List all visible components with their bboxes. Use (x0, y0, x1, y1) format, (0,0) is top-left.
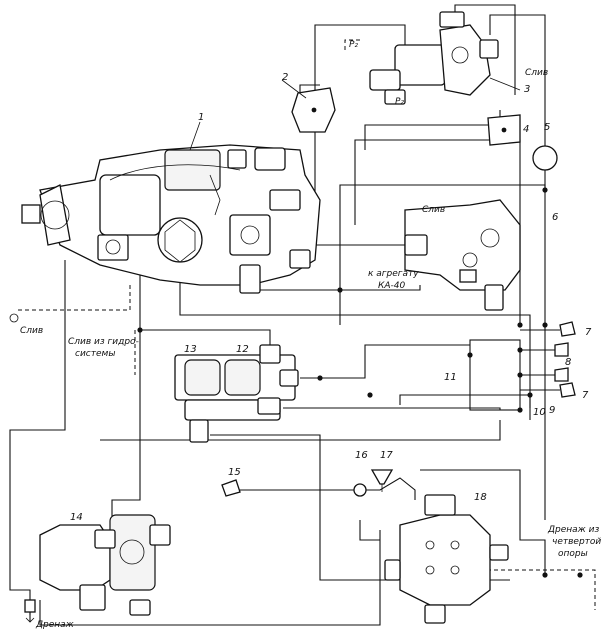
label-3: 3 (524, 84, 530, 95)
junction-dot (542, 187, 548, 193)
labels: 1 2 3 4 5 6 7 8 7 9 10 11 12 13 14 15 16… (20, 40, 601, 630)
junction-dot (517, 322, 523, 328)
label-18: 18 (474, 492, 487, 503)
pipe-to-unit-6 (305, 238, 421, 246)
pipelines (9, 4, 596, 626)
label-1: 1 (198, 112, 204, 123)
label-7b: 7 (582, 390, 589, 401)
junction-dot (577, 572, 583, 578)
pipe-to-9 (399, 394, 531, 408)
unit-16-tee (353, 483, 367, 497)
unit-3-valve (344, 11, 521, 105)
text-p2-b: P₂ (395, 97, 404, 107)
text-sliv-mid: Слив (422, 205, 445, 215)
label-6: 6 (552, 212, 558, 223)
pipe-main-horizontal (179, 260, 531, 420)
pipe-cross-mid (100, 420, 501, 441)
label-14: 14 (70, 512, 83, 523)
unit-18-regulator (384, 494, 509, 624)
label-17: 17 (380, 450, 393, 461)
unit-5-gauge (532, 138, 558, 171)
pipe-left-drain (9, 260, 66, 615)
nozzles-7-8 (554, 321, 576, 398)
unit-17-funnel (370, 469, 394, 492)
label-9: 9 (549, 405, 555, 416)
label-8: 8 (565, 357, 571, 368)
text-p2-a: P₂ (349, 40, 358, 50)
label-4: 4 (523, 124, 529, 135)
pipe-to-block-11 (300, 344, 470, 379)
drenazh-bottom-marker (25, 612, 35, 623)
pipe-18-right (420, 469, 546, 575)
text-drenazh-bottom: Дренаж (35, 620, 75, 630)
junction-dot (467, 352, 473, 358)
pipe-bottom-return (39, 530, 381, 626)
junction-dot (542, 572, 548, 578)
sliv-left-marker (9, 313, 19, 323)
junction-dot (517, 372, 523, 378)
label-15: 15 (228, 467, 241, 478)
pipe-far-right (339, 184, 546, 520)
label-2: 2 (282, 72, 288, 83)
text-agregat-line2: КА-40 (378, 281, 406, 291)
label-11: 11 (444, 372, 457, 383)
block-11-frame (469, 339, 521, 411)
text-sliv-hydro-line1: Слив из гидро- (68, 337, 139, 347)
pipe-to-agregat (260, 285, 421, 291)
text-sliv-top: Слив (525, 68, 548, 78)
pipe-valve-return (364, 110, 501, 150)
label-13: 13 (184, 344, 197, 355)
pipe-16-down (359, 520, 380, 541)
label-7a: 7 (585, 327, 592, 338)
junction-dot (517, 347, 523, 353)
label-5: 5 (544, 122, 550, 133)
text-drenazh-right-line1: Дренаж из (547, 525, 599, 535)
label-10: 10 (533, 407, 546, 418)
unit-2-tank (281, 79, 336, 133)
pipe-drain-right-dashed (480, 569, 596, 610)
unit-4-tank (487, 114, 521, 146)
unit-6-distributor (404, 199, 521, 311)
unit-14-pump (24, 514, 171, 616)
junction-dot (517, 407, 523, 413)
pipe-sliv-left-dashed (18, 285, 131, 311)
pipe-right-riser (489, 14, 546, 190)
pipe-unit-12-out (283, 407, 501, 410)
label-12: 12 (236, 344, 249, 355)
junction-dot (137, 327, 143, 333)
text-drenazh-right-line3: опоры (558, 549, 588, 559)
text-sliv-hydro-line2: системы (75, 349, 115, 359)
junction-dot (542, 322, 548, 328)
pipe-16-to-17 (365, 477, 416, 500)
unit-15-fitting (221, 479, 241, 497)
junction-dot (527, 392, 533, 398)
text-agregat-line1: к агрегату (368, 269, 419, 279)
pipe-to-unit-12 (140, 329, 271, 345)
unit-12-13-filter (174, 344, 299, 443)
text-sliv-left: Слив (20, 326, 43, 336)
label-16: 16 (355, 450, 368, 461)
unit-1-main-pump (21, 121, 321, 294)
text-drenazh-right-line2: четвертой (552, 537, 601, 547)
junction-dot (317, 375, 323, 381)
junction-dot (337, 287, 343, 293)
junction-dot (367, 392, 373, 398)
